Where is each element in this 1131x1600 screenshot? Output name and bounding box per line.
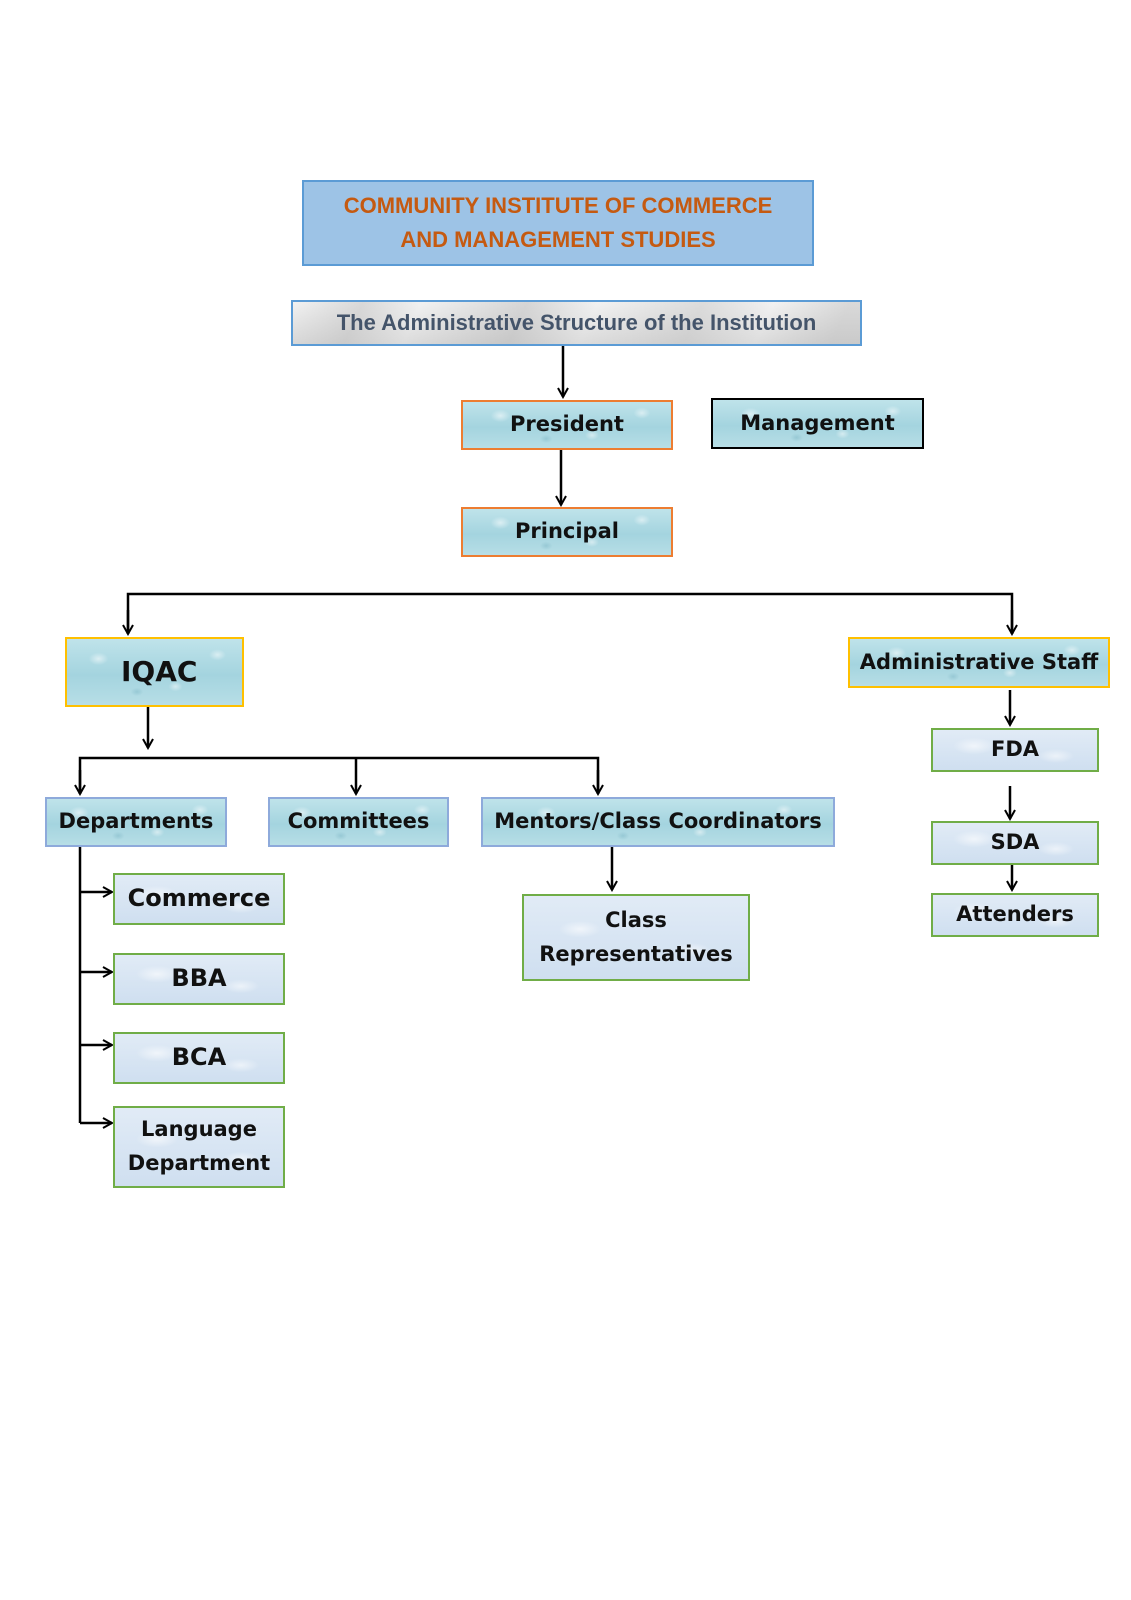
structure-subtitle: The Administrative Structure of the Inst… <box>336 309 817 335</box>
management-label: Management <box>740 410 895 435</box>
sda-box: SDA <box>931 821 1099 865</box>
class-representatives-line1: Class <box>605 907 667 932</box>
institution-title-box: COMMUNITY INSTITUTE OF COMMERCE AND MANA… <box>302 180 814 266</box>
class-representatives-line2: Representatives <box>539 941 733 966</box>
mentors-label: Mentors/Class Coordinators <box>494 809 822 834</box>
administrative-staff-label: Administrative Staff <box>859 649 1099 674</box>
iqac-label: IQAC <box>121 655 198 689</box>
mentors-box: Mentors/Class Coordinators <box>481 797 835 847</box>
president-box: President <box>461 400 673 450</box>
principal-box: Principal <box>461 507 673 557</box>
iqac-box: IQAC <box>65 637 244 707</box>
bba-box: BBA <box>113 953 285 1005</box>
principal-label: Principal <box>515 519 619 544</box>
fda-box: FDA <box>931 728 1099 772</box>
language-department-line2: Department <box>127 1151 271 1175</box>
president-label: President <box>510 412 624 437</box>
language-department-line1: Language <box>141 1117 257 1142</box>
departments-label: Departments <box>58 809 214 834</box>
commerce-box: Commerce <box>113 873 285 925</box>
institution-title-line2: AND MANAGEMENT STUDIES <box>400 227 716 252</box>
departments-box: Departments <box>45 797 227 847</box>
bus-principal <box>126 592 1014 634</box>
management-box: Management <box>711 398 924 449</box>
committees-box: Committees <box>268 797 449 847</box>
bus-iqac <box>78 756 600 794</box>
committees-label: Committees <box>287 809 430 834</box>
attenders-label: Attenders <box>956 902 1074 927</box>
fda-label: FDA <box>990 737 1040 762</box>
structure-subtitle-box: The Administrative Structure of the Inst… <box>291 300 862 346</box>
institution-title-line1: COMMUNITY INSTITUTE OF COMMERCE <box>343 192 773 218</box>
language-department-box: Language Department <box>113 1106 285 1188</box>
sda-label: SDA <box>990 830 1040 855</box>
commerce-label: Commerce <box>127 884 271 913</box>
administrative-staff-box: Administrative Staff <box>848 637 1110 688</box>
bca-label: BCA <box>171 1043 227 1072</box>
bba-label: BBA <box>171 964 227 993</box>
class-representatives-box: Class Representatives <box>522 894 750 981</box>
attenders-box: Attenders <box>931 893 1099 937</box>
bca-box: BCA <box>113 1032 285 1084</box>
